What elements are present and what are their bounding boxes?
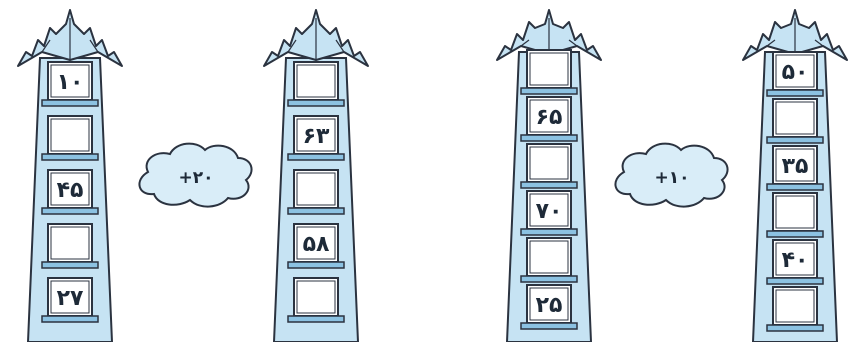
window-number: ۶۳: [303, 124, 330, 149]
window-sill: [42, 262, 98, 268]
window-number: ۷۰: [536, 199, 563, 224]
window-number: ۵۰: [782, 60, 809, 85]
window: ۶۵: [521, 97, 577, 141]
window-number: ۴۰: [782, 248, 809, 273]
window-number: ۲۷: [57, 286, 84, 311]
window: [288, 62, 344, 106]
window: ۳۵: [767, 146, 823, 190]
window-sill: [521, 135, 577, 141]
puzzle-1: ۱۰ ۴۵ ۲۷ +۲۰ ۶۳ ۵۸: [18, 10, 368, 342]
window: [767, 287, 823, 331]
window-sill: [288, 154, 344, 160]
window-sill: [521, 276, 577, 282]
window-frame: [773, 287, 817, 325]
window-sill: [288, 208, 344, 214]
window-frame: [773, 193, 817, 231]
window: ۵۸: [288, 224, 344, 268]
window-sill: [521, 88, 577, 94]
window: [521, 238, 577, 282]
window-sill: [767, 231, 823, 237]
rule-cloud-1: +۲۰: [139, 144, 251, 207]
window: [521, 144, 577, 188]
right-building-2: ۵۰ ۳۵ ۴۰: [743, 10, 847, 342]
window-frame: [294, 62, 338, 100]
window-frame: [48, 224, 92, 262]
window-sill: [521, 323, 577, 329]
window-frame: [527, 144, 571, 182]
right-building-1: ۶۳ ۵۸: [264, 10, 368, 342]
rule-label-1: +۲۰: [179, 168, 214, 188]
window-number: ۳۵: [782, 154, 809, 179]
window: ۴۵: [42, 170, 98, 214]
window-frame: [527, 238, 571, 276]
rule-cloud-2: +۱۰: [615, 144, 727, 207]
window: [767, 99, 823, 143]
window: [767, 193, 823, 237]
window: ۵۰: [767, 52, 823, 96]
puzzle-2: ۶۵ ۷۰ ۲۵ +۱۰ ۵۰ ۳۵ ۴۰: [497, 10, 847, 342]
window-frame: [294, 278, 338, 316]
window-sill: [288, 262, 344, 268]
window-sill: [42, 208, 98, 214]
window: ۷۰: [521, 191, 577, 235]
window-sill: [521, 182, 577, 188]
window-number: ۲۵: [536, 293, 563, 318]
window-sill: [42, 100, 98, 106]
rule-label-2: +۱۰: [655, 168, 690, 188]
window: [288, 170, 344, 214]
window: [42, 224, 98, 268]
window-sill: [767, 325, 823, 331]
window: ۴۰: [767, 240, 823, 284]
window-sill: [42, 316, 98, 322]
window-sill: [767, 137, 823, 143]
window-frame: [48, 116, 92, 154]
window-number: ۶۵: [536, 105, 563, 130]
window: ۱۰: [42, 62, 98, 106]
window: [288, 278, 344, 322]
window-frame: [527, 50, 571, 88]
window: ۶۳: [288, 116, 344, 160]
window-sill: [767, 184, 823, 190]
window-sill: [42, 154, 98, 160]
window-frame: [294, 170, 338, 208]
window-number: ۱۰: [57, 70, 84, 95]
window-frame: [773, 99, 817, 137]
left-building-2: ۶۵ ۷۰ ۲۵: [497, 10, 601, 342]
window: ۲۵: [521, 285, 577, 329]
window: [521, 50, 577, 94]
left-building-1: ۱۰ ۴۵ ۲۷: [18, 10, 122, 342]
window-sill: [288, 316, 344, 322]
window-sill: [767, 278, 823, 284]
window-sill: [521, 229, 577, 235]
window-number: ۵۸: [303, 232, 330, 257]
window: [42, 116, 98, 160]
window: ۲۷: [42, 278, 98, 322]
window-sill: [767, 90, 823, 96]
window-sill: [288, 100, 344, 106]
window-number: ۴۵: [57, 178, 84, 203]
